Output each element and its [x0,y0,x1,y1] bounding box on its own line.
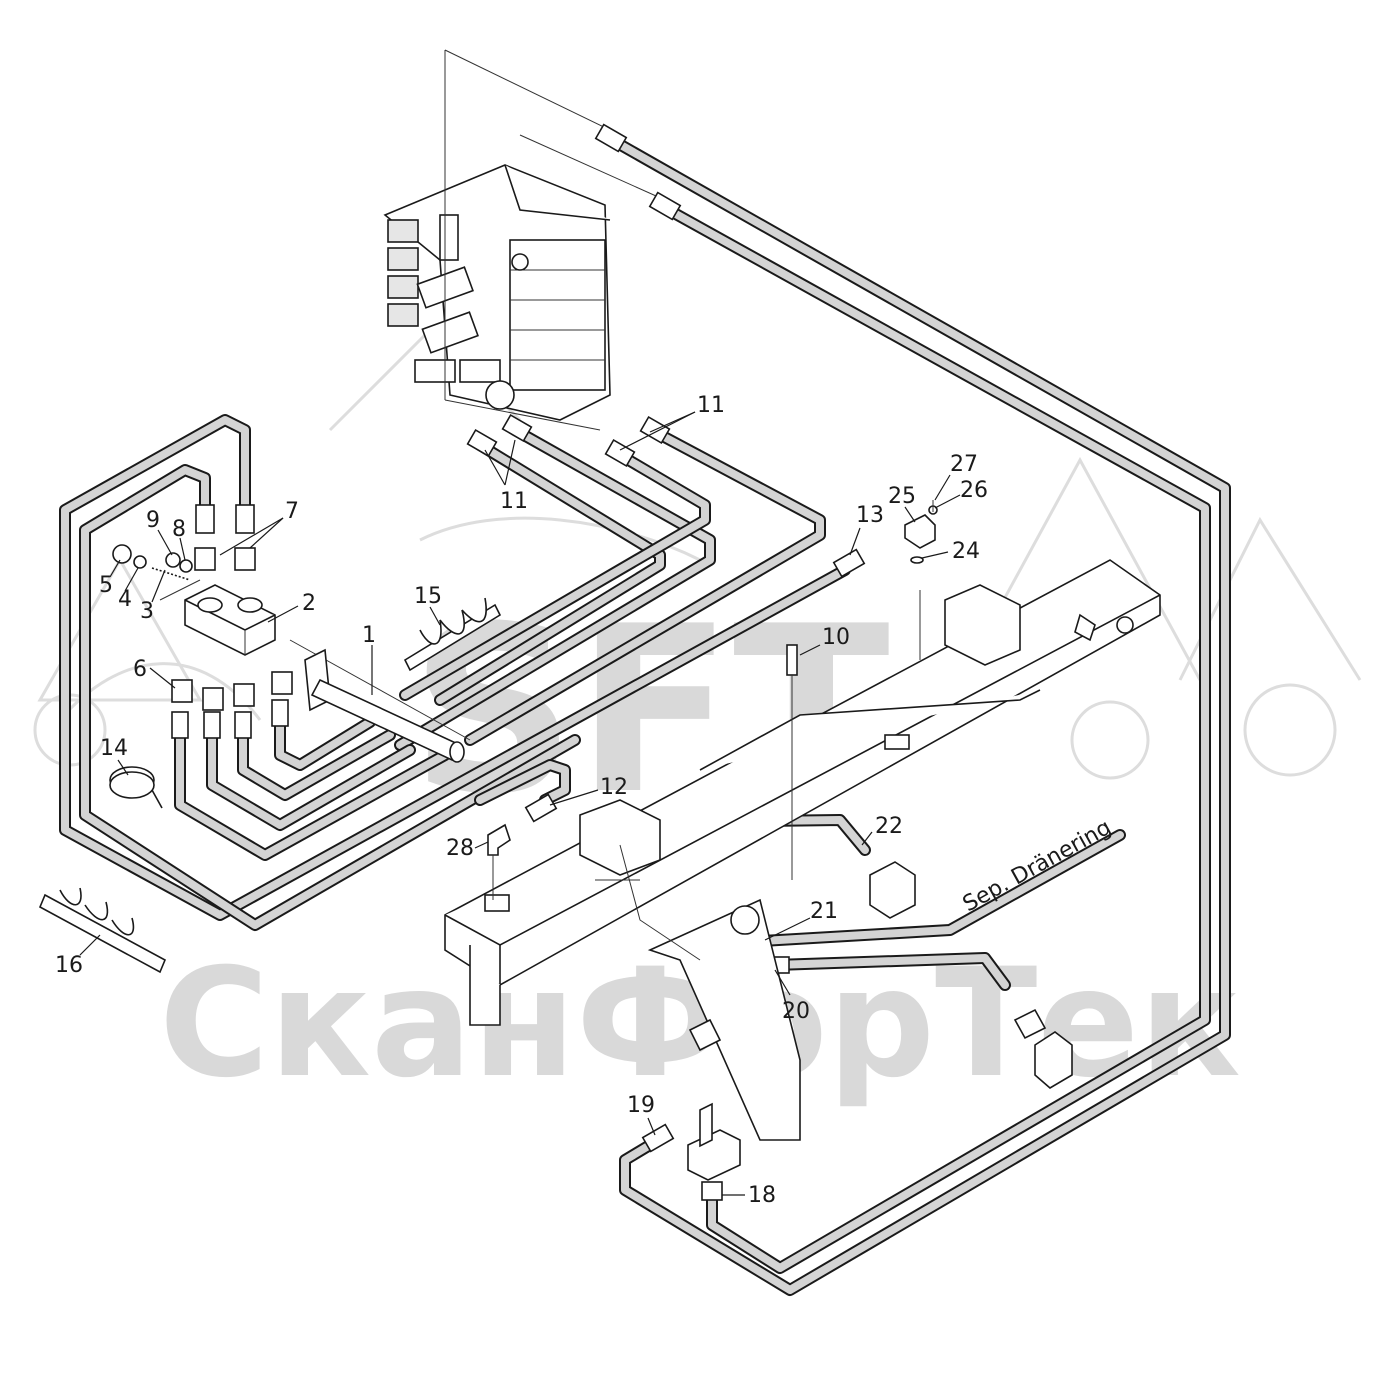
callout-8: 8 [172,517,186,542]
callout-13: 13 [856,503,884,528]
callout-12: 12 [600,775,628,800]
callout-10: 10 [822,625,850,650]
callout-14: 14 [100,736,128,761]
callout-5: 5 [99,573,113,598]
hose-left-loops [59,414,851,931]
callout-25: 25 [888,484,916,509]
callout-18: 18 [748,1183,776,1208]
tee-block-18-19 [687,1102,741,1181]
callout-28: 28 [446,836,474,861]
callout-9: 9 [146,508,160,533]
hose-long-right-inner [659,202,1211,1274]
control-valve-block [383,49,666,431]
callout-19: 19 [627,1093,655,1118]
callout-26: 26 [960,478,988,503]
callout-24: 24 [952,539,980,564]
hose-clamp-14 [109,766,163,809]
callout-11-upper: 11 [697,393,725,418]
callout-16: 16 [55,953,83,978]
distribution-block [159,579,471,741]
hose-12-loop [474,759,571,806]
callout-labels: 1 2 3 4 5 6 7 8 9 10 11 11 12 13 14 15 1… [55,393,988,1208]
callout-4: 4 [118,587,132,612]
pin-10 [786,644,798,880]
hose-group-11 [394,424,826,751]
callout-2: 2 [302,591,316,616]
leader-lines [79,411,961,1196]
callout-7: 7 [285,499,299,524]
callout-11-lower: 11 [500,489,528,514]
drain-label: Sep. Dränering [959,815,1116,917]
clamp-strip-16 [38,887,167,974]
fitting-24-25 [904,500,938,564]
callout-22: 22 [875,814,903,839]
tube-1 [304,648,465,763]
boom-assembly [444,559,1161,1141]
elbow-fitting-28 [487,823,511,900]
sensor-boxes [869,861,1073,1089]
clamp-strip-15 [403,597,502,672]
callout-27: 27 [950,452,978,477]
callout-21: 21 [810,899,838,924]
callout-3: 3 [140,599,154,624]
callout-15: 15 [414,584,442,609]
callout-6: 6 [133,657,147,682]
callout-1: 1 [362,623,376,648]
callout-20: 20 [782,999,810,1024]
small-parts-3-9 [112,544,293,711]
hose-lower-left [174,709,451,861]
hose-long-right-outer [606,134,1231,1296]
